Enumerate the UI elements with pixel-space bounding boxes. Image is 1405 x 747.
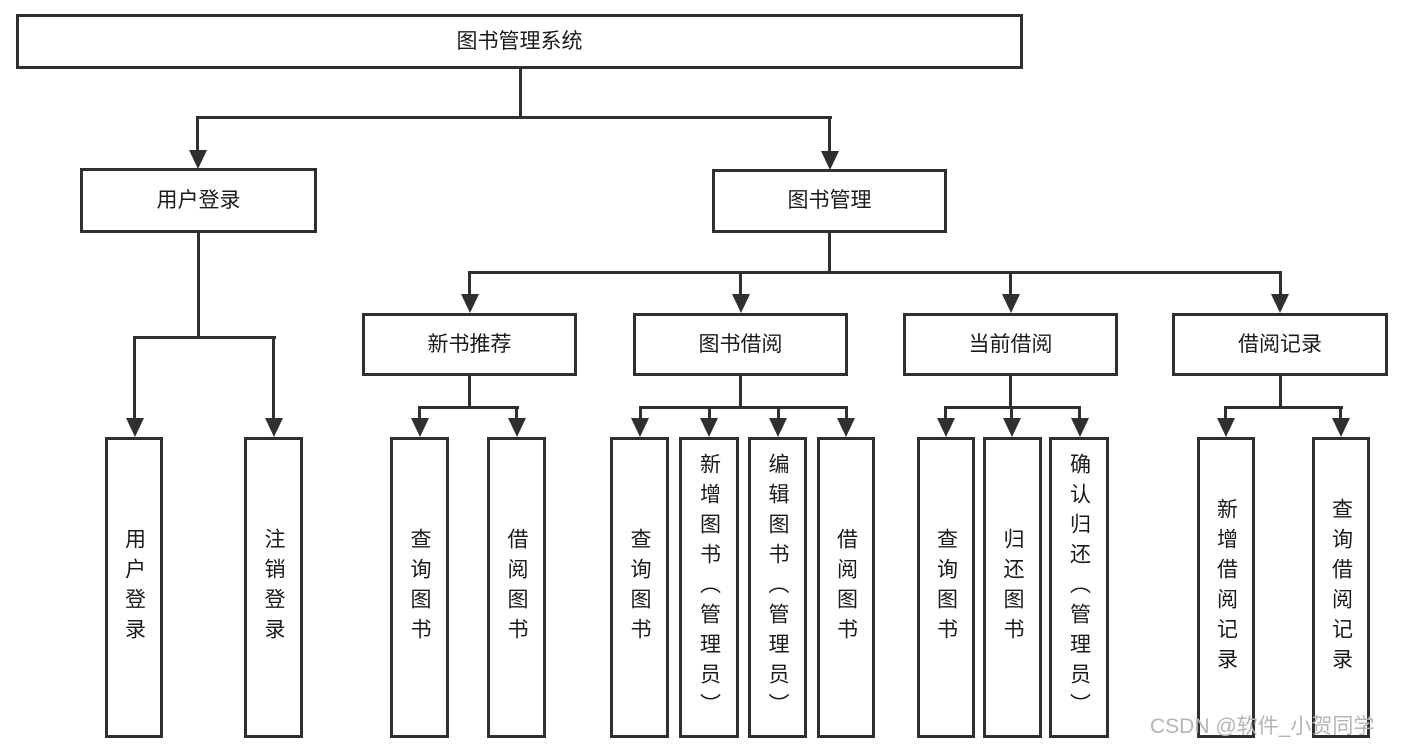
- mgmt-split-line: [468, 271, 1281, 274]
- arrowhead-down: [1071, 418, 1089, 437]
- arrow-stem-line: [1010, 406, 1013, 420]
- arrowhead-down: [631, 418, 649, 437]
- leaf-cb-return-books-label: 归还图书: [1001, 527, 1024, 648]
- arrow-stem-line: [1078, 406, 1081, 420]
- arrow-stem-line: [739, 271, 742, 297]
- node-borrow-records: 借阅记录: [1172, 313, 1388, 376]
- arrowhead-down: [1003, 418, 1021, 437]
- leaf-bb-query-books: 查询图书: [610, 437, 669, 738]
- root-stem-line: [519, 66, 522, 118]
- leaf-user-login-label: 用户登录: [122, 527, 146, 648]
- leaf-logout: 注销登录: [244, 437, 303, 738]
- new-books-split-line: [418, 406, 519, 409]
- root-split-line: [196, 116, 832, 119]
- arrow-stem-line: [1279, 271, 1282, 297]
- arrowhead-down: [837, 418, 855, 437]
- leaf-bb-edit-books-admin-label: 编辑图书（管理员）: [766, 452, 789, 723]
- arrow-stem-line: [515, 406, 518, 420]
- node-new-book-recommend-label: 新书推荐: [427, 332, 512, 356]
- node-book-management: 图书管理: [712, 169, 947, 233]
- records-stem-line: [1279, 374, 1282, 409]
- arrow-stem-line: [828, 116, 831, 153]
- arrow-stem-line: [196, 116, 199, 152]
- arrowhead-down: [126, 418, 144, 437]
- arrowhead-down: [937, 418, 955, 437]
- arrowhead-down: [1002, 294, 1020, 313]
- arrow-stem-line: [639, 406, 642, 420]
- arrow-stem-line: [708, 406, 711, 420]
- arrowhead-down: [508, 418, 526, 437]
- new-books-stem-line: [468, 374, 471, 409]
- leaf-user-login: 用户登录: [105, 437, 163, 738]
- user-split-line: [133, 336, 276, 339]
- mgmt-stem-line: [828, 231, 831, 274]
- node-borrow-records-label: 借阅记录: [1238, 332, 1322, 356]
- arrowhead-down: [1332, 418, 1350, 437]
- arrowhead-down: [732, 294, 750, 313]
- node-root-label: 图书管理系统: [456, 29, 583, 53]
- leaf-bb-add-books-admin-label: 新增图书（管理员）: [697, 452, 721, 723]
- node-user-login: 用户登录: [80, 168, 317, 233]
- leaf-bb-edit-books-admin: 编辑图书（管理员）: [748, 437, 807, 738]
- leaf-cb-query-books: 查询图书: [917, 437, 975, 738]
- leaf-br-add-record-label: 新增借阅记录: [1214, 497, 1238, 678]
- csdn-watermark: CSDN @软件_小贺同学: [1150, 715, 1375, 738]
- arrow-stem-line: [777, 406, 780, 420]
- current-stem-line: [1009, 374, 1012, 409]
- leaf-bb-add-books-admin: 新增图书（管理员）: [679, 437, 739, 738]
- leaf-logout-label: 注销登录: [262, 527, 285, 648]
- arrowhead-down: [700, 418, 718, 437]
- arrowhead-down: [461, 294, 479, 313]
- user-stem-line: [197, 231, 200, 339]
- leaf-br-query-record: 查询借阅记录: [1312, 437, 1370, 738]
- leaf-br-query-record-label: 查询借阅记录: [1329, 497, 1353, 678]
- leaf-cb-query-books-label: 查询图书: [934, 527, 958, 648]
- arrow-stem-line: [133, 336, 136, 420]
- arrow-stem-line: [418, 406, 421, 420]
- arrowhead-down: [1271, 294, 1289, 313]
- node-book-borrow-label: 图书借阅: [698, 332, 783, 356]
- node-root: 图书管理系统: [16, 14, 1023, 69]
- leaf-br-add-record: 新增借阅记录: [1197, 437, 1255, 738]
- leaf-bb-query-books-label: 查询图书: [628, 527, 651, 648]
- leaf-nb-borrow-books-label: 借阅图书: [505, 527, 528, 648]
- arrowhead-down: [821, 151, 839, 170]
- node-current-borrow: 当前借阅: [903, 313, 1118, 376]
- node-new-book-recommend: 新书推荐: [362, 313, 577, 376]
- arrowhead-down: [189, 150, 207, 169]
- leaf-bb-borrow-books: 借阅图书: [817, 437, 875, 738]
- arrowhead-down: [411, 418, 429, 437]
- node-user-login-label: 用户登录: [156, 188, 241, 212]
- arrow-stem-line: [1339, 406, 1342, 420]
- leaf-nb-query-books-label: 查询图书: [408, 527, 431, 648]
- arrow-stem-line: [1009, 271, 1012, 297]
- leaf-bb-borrow-books-label: 借阅图书: [834, 527, 858, 648]
- leaf-nb-query-books: 查询图书: [390, 437, 449, 738]
- leaf-cb-confirm-return-admin-label: 确认归还（管理员）: [1067, 452, 1091, 723]
- leaf-nb-borrow-books: 借阅图书: [487, 437, 546, 738]
- arrow-stem-line: [1224, 406, 1227, 420]
- leaf-cb-return-books: 归还图书: [983, 437, 1042, 738]
- arrowhead-down: [265, 418, 283, 437]
- arrow-stem-line: [944, 406, 947, 420]
- records-split-line: [1224, 406, 1343, 409]
- borrow-split-line: [639, 406, 848, 409]
- arrow-stem-line: [468, 271, 471, 297]
- arrow-stem-line: [845, 406, 848, 420]
- node-book-management-label: 图书管理: [787, 189, 872, 213]
- arrowhead-down: [1217, 418, 1235, 437]
- leaf-cb-confirm-return-admin: 确认归还（管理员）: [1049, 437, 1109, 738]
- node-current-borrow-label: 当前借阅: [968, 332, 1053, 356]
- node-book-borrow: 图书借阅: [633, 313, 848, 376]
- arrowhead-down: [769, 418, 787, 437]
- arrow-stem-line: [272, 336, 275, 420]
- borrow-stem-line: [739, 374, 742, 409]
